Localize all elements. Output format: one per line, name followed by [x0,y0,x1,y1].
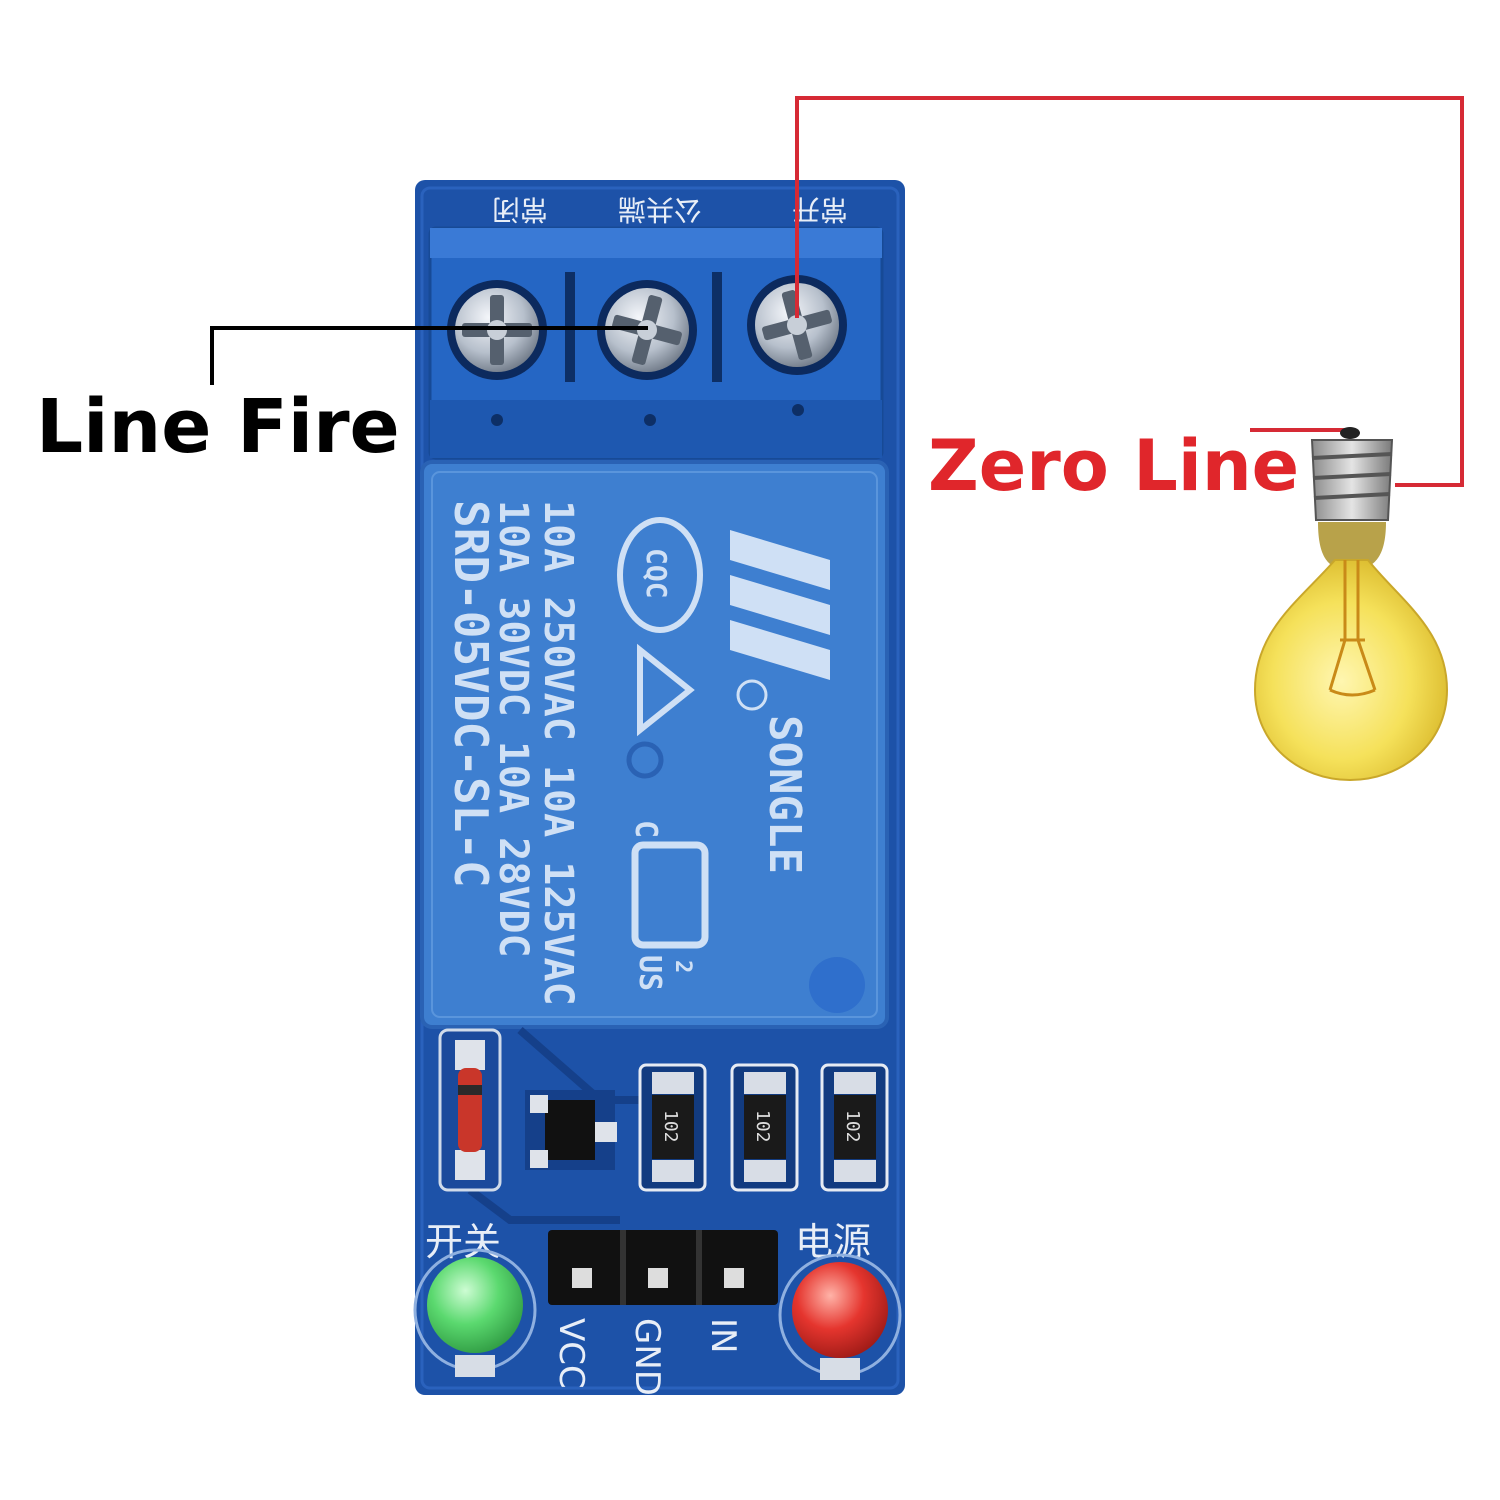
silk-no: 常开 [792,193,848,226]
c-mark: C [628,820,663,838]
resistor-2-code: 102 [752,1110,773,1143]
brand-text: SONGLE [759,715,810,874]
relay-seal [809,957,865,1013]
green-led [413,1248,537,1377]
black-wire [210,326,648,385]
screw-terminal-block [428,226,884,460]
silk-com: 公共端 [618,193,702,226]
resistor-1: 102 [638,1063,707,1192]
terminal-silk-labels: 常闭 公共端 常开 [492,193,848,226]
light-bulb-icon [1253,427,1449,782]
relay-model-text: SRD-05VDC-SL-C [444,500,498,888]
red-led [778,1253,902,1380]
line-fire-label: Line Fire [36,384,400,470]
relay-rating-dc: 10A 30VDC 10A 28VDC [490,500,536,958]
triangle-mark [637,643,695,737]
zero-line-label: Zero Line [928,425,1299,507]
red-wire [795,96,1464,487]
lower-circuit: 102 102 102 开关 电源 [413,1026,902,1396]
pin-in[interactable] [724,1268,744,1288]
pin-label-vcc: VCC [551,1318,591,1389]
relay-module-board: 常闭 公共端 常开 [413,180,905,1396]
silk-nc: 常闭 [492,193,548,226]
diode [438,1028,502,1192]
relay-dot [626,741,664,779]
transistor [525,1090,617,1170]
screw-no[interactable] [747,275,847,375]
silk-switch-label: 开关 [425,1220,501,1264]
resistor-3: 102 [820,1063,889,1192]
svg-text:US: US [632,955,667,991]
relay-component: SRD-05VDC-SL-C 10A 30VDC 10A 28VDC 10A 2… [420,460,889,1029]
cqc-mark: CQC [617,517,703,633]
svg-text:2: 2 [670,960,695,973]
pin-vcc[interactable] [572,1268,592,1288]
pin-gnd[interactable] [648,1268,668,1288]
svg-text:CQC: CQC [640,548,673,599]
pin-header [548,1230,778,1305]
ur-mark: US 2 [631,841,709,991]
songle-logo: SONGLE [730,530,830,874]
resistor-1-code: 102 [660,1110,681,1143]
resistor-3-code: 102 [842,1110,863,1143]
pin-label-gnd: GND [627,1318,667,1396]
resistor-2: 102 [730,1063,799,1192]
pin-label-in: IN [703,1318,743,1353]
relay-rating-ac: 10A 250VAC 10A 125VAC [535,500,581,1006]
